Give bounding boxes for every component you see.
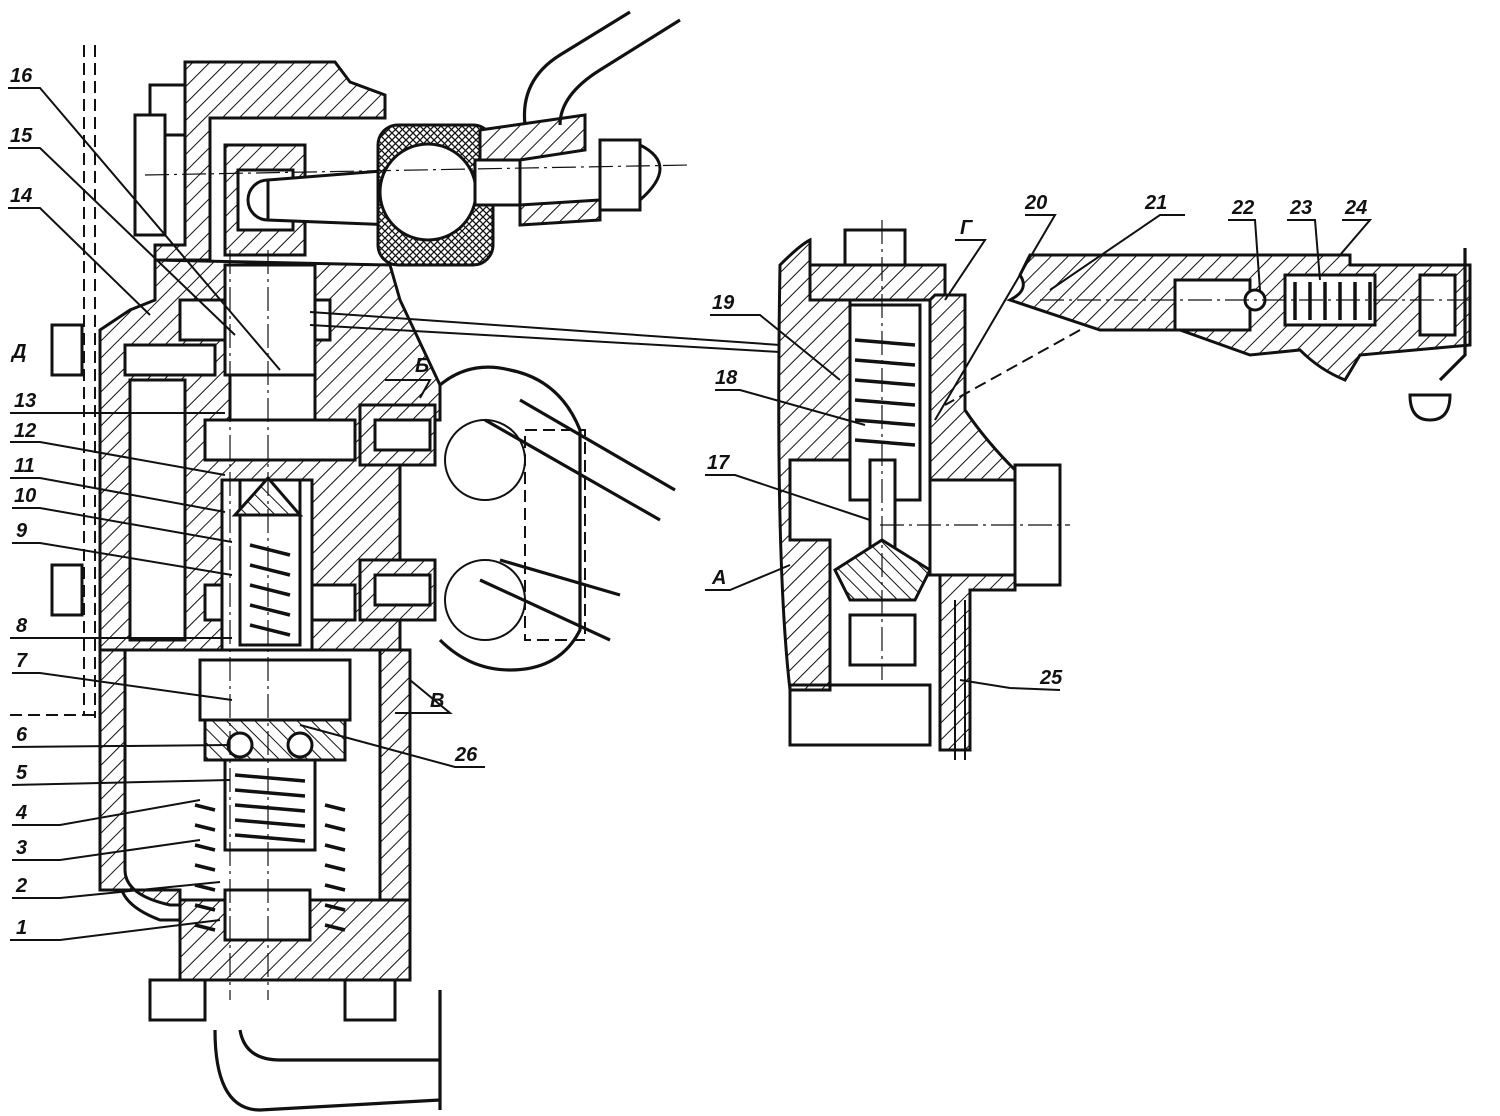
upper-spring	[249, 543, 291, 637]
cap-nut	[638, 142, 662, 204]
label-26: 26	[454, 744, 478, 766]
check-ball-right	[286, 731, 314, 759]
side-bolt-D	[50, 323, 84, 377]
valve-guide	[203, 718, 347, 762]
main-valve-assembly	[10, 10, 691, 1112]
body-cavity-left	[128, 378, 187, 642]
label-V: В	[430, 690, 444, 712]
label-1: 1	[16, 917, 27, 939]
label-11: 11	[14, 455, 35, 477]
label-15: 15	[10, 125, 33, 147]
label-D: Д	[10, 341, 26, 363]
top-cover	[153, 60, 387, 262]
leader-lines	[8, 87, 1373, 941]
connector-nut	[598, 138, 642, 212]
piston-upper	[223, 263, 317, 377]
part-labels: 16 15 14 Д 13 12 11 10 9 8 7 6 5 4 3 2 1…	[10, 65, 1367, 939]
label-9: 9	[16, 520, 28, 542]
label-24: 24	[1344, 197, 1367, 219]
label-5: 5	[16, 762, 28, 784]
label-18: 18	[715, 367, 738, 389]
pressure-relief-valve	[944, 248, 1472, 422]
label-12: 12	[14, 420, 36, 442]
label-4: 4	[15, 802, 27, 824]
label-13: 13	[14, 390, 36, 412]
detail-spring	[854, 338, 916, 447]
outer-spring-left	[194, 803, 216, 932]
relief-piston	[1173, 278, 1252, 332]
relief-spring	[1293, 282, 1372, 320]
label-25: 25	[1039, 667, 1063, 689]
label-A: А	[711, 567, 726, 589]
label-2: 2	[15, 875, 27, 897]
outer-spring-right	[324, 803, 346, 932]
seal-cap	[1408, 393, 1452, 422]
label-14: 14	[10, 185, 32, 207]
label-G: Г	[960, 217, 974, 239]
label-17: 17	[707, 452, 730, 474]
label-19: 19	[712, 292, 735, 314]
label-8: 8	[16, 615, 28, 637]
label-3: 3	[16, 837, 27, 859]
label-B: Б	[415, 355, 429, 377]
label-10: 10	[14, 485, 36, 507]
label-7: 7	[16, 650, 28, 672]
lever-arm	[266, 168, 397, 227]
inner-spring	[234, 773, 306, 843]
label-23: 23	[1289, 197, 1312, 219]
label-6: 6	[16, 724, 28, 746]
label-16: 16	[10, 65, 33, 87]
detail-nut	[843, 228, 907, 267]
label-20: 20	[1024, 192, 1047, 214]
detail-cover	[808, 263, 947, 302]
side-bolt-lower	[50, 563, 84, 617]
label-22: 22	[1231, 197, 1254, 219]
label-21: 21	[1144, 192, 1167, 214]
valve-detail-section	[309, 220, 1070, 760]
ball-joint-ball	[378, 142, 478, 242]
check-ball-left	[226, 731, 254, 759]
